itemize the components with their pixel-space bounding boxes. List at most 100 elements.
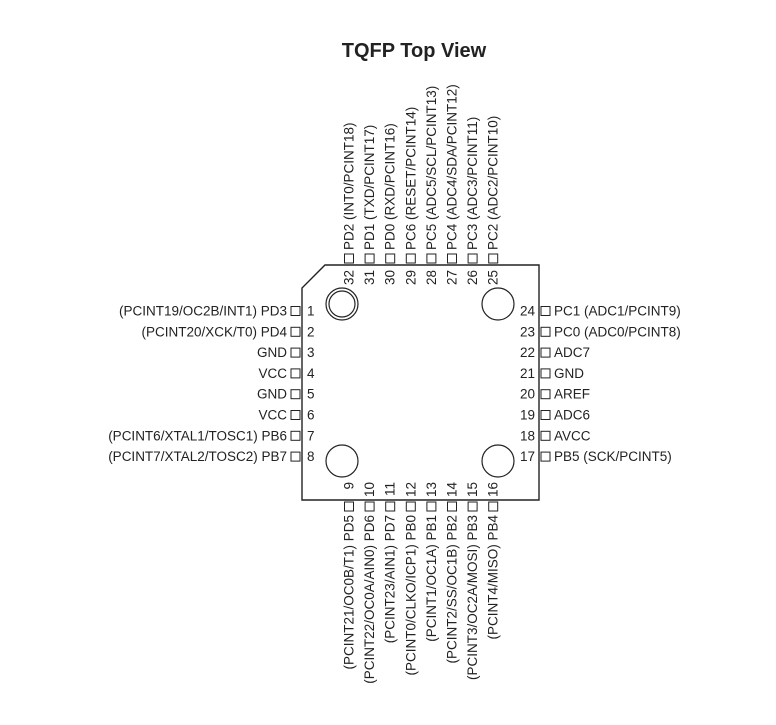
- pin-pad-16: [488, 501, 499, 512]
- pin-pad-6: [290, 410, 301, 420]
- pin-label-15: (PCINT3/OC2A/MOSI) PB3: [465, 515, 480, 680]
- pin-label-31: PD1 (TXD/PCINT17): [362, 125, 377, 250]
- diagram-title: TQFP Top View: [342, 40, 487, 62]
- pin-number-8: 8: [307, 449, 315, 464]
- pin-label-32: PD2 (INT0/PCINT18): [342, 122, 357, 250]
- pin-number-14: 14: [445, 482, 460, 498]
- pin-pad-31: [364, 253, 375, 264]
- pin-label-22: ADC7: [554, 345, 590, 360]
- pin-pad-8: [290, 451, 301, 462]
- pin-number-29: 29: [403, 270, 418, 285]
- pin-label-7: (PCINT6/XTAL1/TOSC1) PB6: [108, 428, 287, 443]
- pin-number-24: 24: [520, 304, 536, 319]
- pin-number-1: 1: [307, 304, 315, 319]
- pin-number-7: 7: [307, 428, 315, 443]
- pin-number-2: 2: [307, 324, 315, 339]
- pin-pad-29: [405, 253, 416, 264]
- pin-label-13: (PCINT1/OC1A) PB1: [424, 515, 439, 642]
- pin-number-10: 10: [362, 482, 377, 497]
- pin-number-3: 3: [307, 345, 315, 360]
- pin-number-23: 23: [520, 324, 535, 339]
- pin-pad-15: [467, 501, 478, 512]
- pin-pad-2: [290, 326, 301, 337]
- pin-number-9: 9: [342, 482, 357, 490]
- pin-label-26: PC3 (ADC3/PCINT11): [465, 117, 480, 250]
- pin-number-11: 11: [383, 482, 398, 496]
- pin-pad-23: [540, 326, 551, 337]
- pin-number-4: 4: [307, 366, 315, 381]
- pin-label-1: (PCINT19/OC2B/INT1) PD3: [119, 304, 287, 319]
- pin-label-30: PD0 (RXD/PCINT16): [383, 123, 398, 250]
- pin-label-23: PC0 (ADC0/PCINT8): [554, 324, 681, 339]
- corner-circle-bottom-right: [481, 444, 515, 478]
- pin-pad-11: [385, 501, 396, 512]
- pin-label-6: VCC: [258, 408, 287, 423]
- pin-number-18: 18: [520, 428, 535, 443]
- pin-pad-26: [467, 253, 478, 264]
- pin-pad-1: [290, 306, 301, 316]
- pin-number-13: 13: [424, 482, 439, 497]
- pin-pad-22: [540, 347, 551, 358]
- pin-number-17: 17: [520, 449, 535, 464]
- pin-pad-7: [290, 430, 301, 441]
- pin-label-20: AREF: [554, 387, 590, 402]
- pin-pad-25: [488, 253, 499, 264]
- pin-label-19: ADC6: [554, 408, 590, 423]
- pin-pad-13: [426, 501, 437, 512]
- pin-pad-21: [540, 368, 551, 379]
- pin1-marker-dot-inner: [328, 290, 356, 318]
- pin-number-15: 15: [465, 482, 480, 497]
- pin-pad-5: [290, 389, 301, 400]
- pin-pad-32: [344, 253, 354, 264]
- pin-number-28: 28: [424, 270, 439, 285]
- pin-label-21: GND: [554, 366, 584, 381]
- pin-label-18: AVCC: [554, 428, 591, 443]
- pin-number-21: 21: [520, 366, 535, 381]
- pin-pad-18: [540, 430, 551, 441]
- pin-pad-20: [540, 389, 551, 400]
- pin-pad-27: [447, 253, 457, 264]
- pin-label-17: PB5 (SCK/PCINT5): [554, 449, 672, 464]
- pin-number-16: 16: [486, 482, 501, 497]
- pin-number-22: 22: [520, 345, 535, 360]
- pin-label-8: (PCINT7/XTAL2/TOSC2) PB7: [108, 449, 287, 464]
- pin-label-16: (PCINT4/MISO) PB4: [486, 515, 501, 640]
- pin-number-32: 32: [342, 270, 357, 285]
- pin-number-26: 26: [465, 270, 480, 285]
- pin-label-2: (PCINT20/XCK/T0) PD4: [141, 324, 287, 339]
- pin-pad-28: [426, 253, 437, 264]
- pin-label-14: (PCINT2/SS/OC1B) PB2: [445, 515, 460, 664]
- pin-label-5: GND: [257, 387, 287, 402]
- pin-label-9: (PCINT21/OC0B/T1) PD5: [342, 515, 357, 670]
- pin-pad-17: [540, 451, 551, 462]
- pin-number-25: 25: [486, 270, 501, 285]
- pin-pad-4: [290, 368, 301, 379]
- pin-label-11: (PCINT23/AIN1) PD7: [383, 515, 398, 643]
- pin-number-19: 19: [520, 408, 535, 423]
- pin-label-4: VCC: [258, 366, 287, 381]
- chip-body: [301, 264, 540, 501]
- pin-label-29: PC6 (RESET/PCINT14): [403, 107, 418, 250]
- pin-label-12: (PCINT0/CLKO/ICP1) PB0: [403, 515, 418, 676]
- pin-number-20: 20: [520, 387, 535, 402]
- pin-number-12: 12: [403, 482, 418, 497]
- corner-circle-bottom-left: [325, 444, 359, 478]
- pin-number-6: 6: [307, 408, 315, 423]
- pins-top: 32 PD2 (INT0/PCINT18) 31 PD1 (TXD/PCINT17) 3…: [342, 84, 501, 285]
- pin-pad-30: [385, 253, 396, 264]
- pin-label-10: (PCINT22/OC0A/AIN0) PD6: [362, 515, 377, 684]
- pin-label-27: PC4 (ADC4/SDA/PCINT12): [445, 84, 460, 250]
- pins-bottom: 9 (PCINT21/OC0B/T1) PD5 10 (PCINT22/OC0A/AI…: [342, 482, 501, 684]
- pin-label-28: PC5 (ADC5/SCL/PCINT13): [424, 86, 439, 250]
- pins-left: (PCINT19/OC2B/INT1) PD3 1 (PCINT20/XCK/T0)…: [108, 304, 315, 465]
- pin-number-31: 31: [362, 270, 377, 285]
- corner-circle-top-right: [481, 287, 515, 321]
- pin-pad-9: [344, 501, 354, 512]
- pin-number-30: 30: [383, 270, 398, 285]
- pin-pad-19: [540, 410, 551, 420]
- pin-pad-24: [540, 306, 551, 316]
- pin-pad-10: [364, 501, 375, 512]
- pin-number-27: 27: [445, 270, 460, 285]
